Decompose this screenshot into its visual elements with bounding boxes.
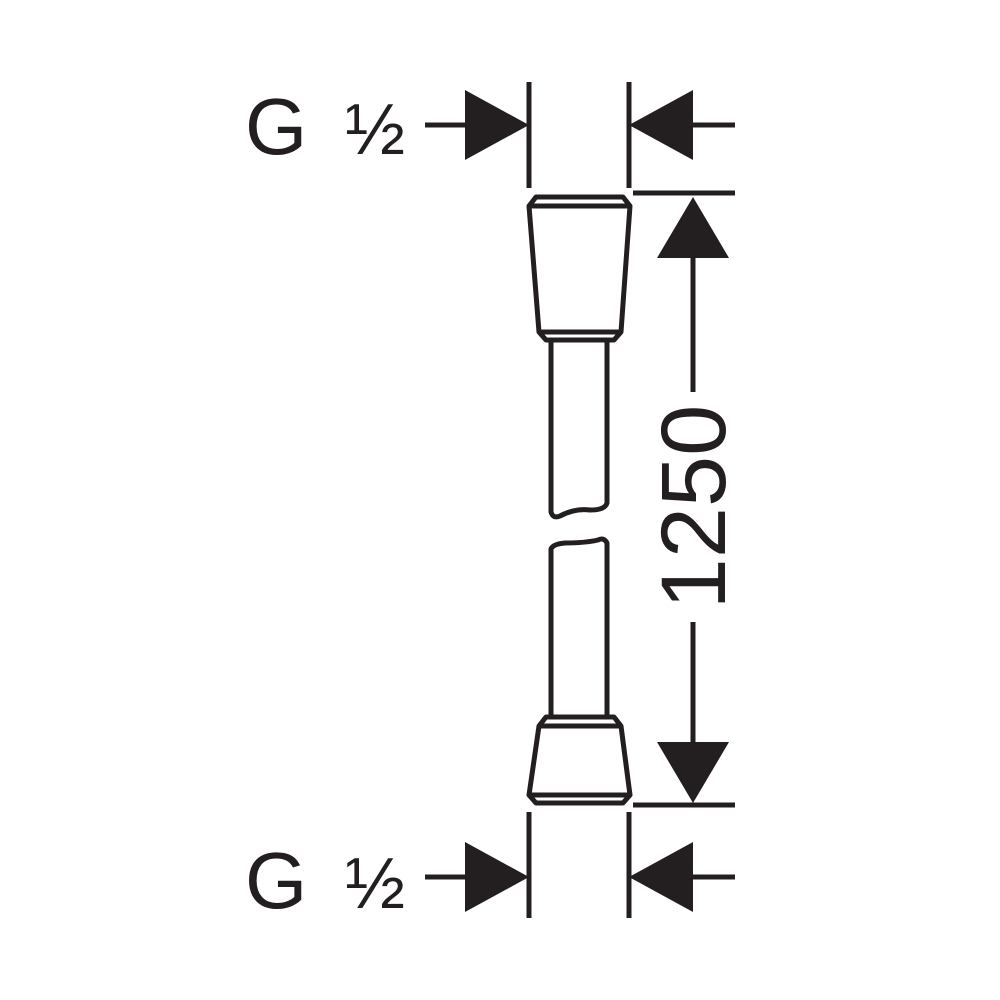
bottom-size-label: ½ [345,844,405,924]
top-fitting [526,194,633,343]
top-thread-label: G [245,82,307,171]
arrow-left-icon [629,842,693,912]
top-size-label: ½ [345,90,405,170]
arrow-left-icon [629,90,693,160]
arrow-right-icon [465,842,529,912]
bottom-width-dimension [425,812,735,918]
bottom-thread-label: G [245,836,307,925]
bottom-fitting [526,714,633,806]
arrow-right-icon [465,90,529,160]
hose-lower [548,536,610,717]
hose-upper [548,340,610,520]
length-value: 1250 [643,405,745,610]
arrow-up-icon [657,197,729,258]
bottom-connection-label: G ½ [245,836,405,925]
length-dimension: 1250 [633,190,745,808]
arrow-down-icon [657,742,729,803]
top-width-dimension [425,82,735,188]
top-connection-label: G ½ [245,82,405,171]
